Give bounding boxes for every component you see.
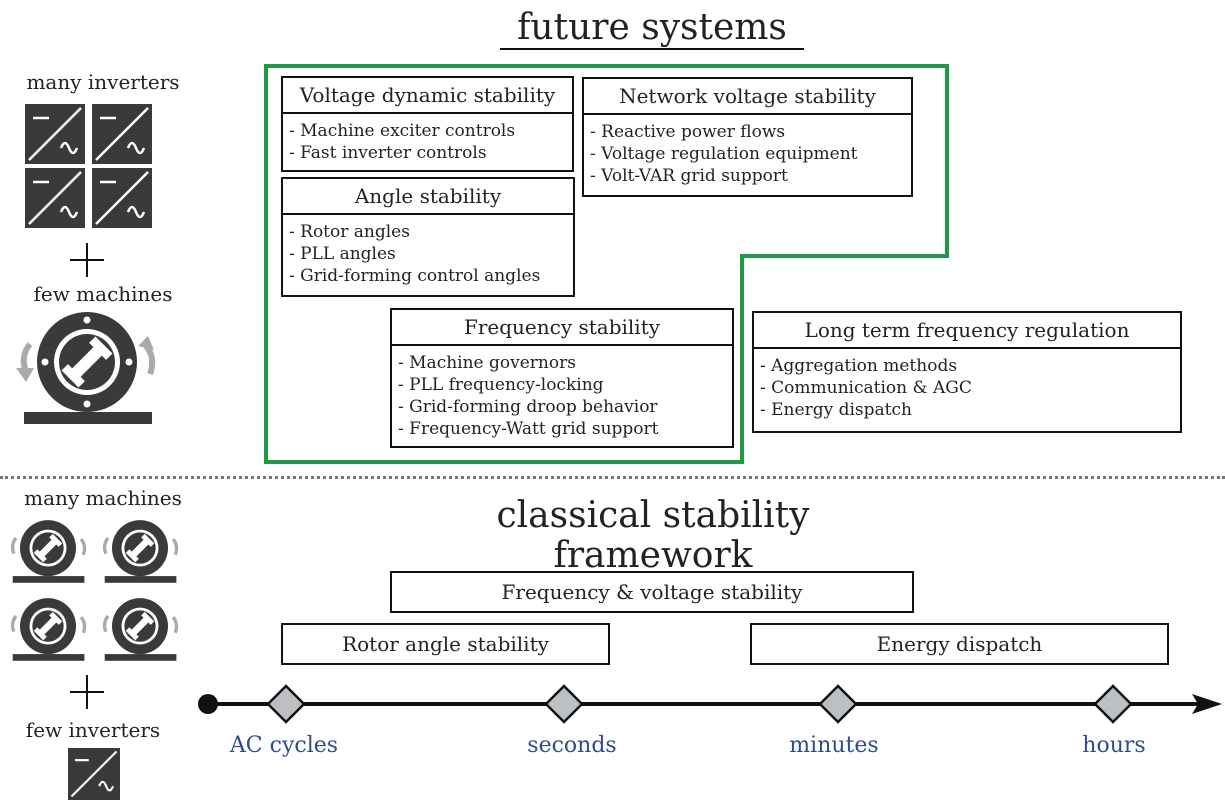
box-item: - Frequency-Watt grid support: [398, 419, 659, 439]
long-term-frequency-regulation-box: Long term frequency regulation - Aggrega…: [752, 311, 1182, 433]
rotor-angle-stability-bar: Rotor angle stability: [281, 623, 610, 665]
timeline-marker: [1093, 684, 1133, 724]
classical-stability-framework-title: classical stability framework: [393, 496, 913, 578]
box-heading: Angle stability: [283, 179, 573, 215]
few-machines-label: few machines: [33, 282, 173, 306]
timeline-label-hours: hours: [1082, 733, 1146, 758]
inverter-icon: [92, 104, 152, 164]
plus-icon: [70, 675, 104, 709]
inverter-icon: [25, 104, 85, 164]
section-divider: [0, 476, 1225, 479]
box-item: - Reactive power flows: [590, 122, 786, 142]
box-item: - Machine exciter controls: [289, 121, 516, 141]
box-item: - PLL frequency-locking: [398, 375, 604, 395]
future-systems-outline: [264, 64, 949, 464]
box-item: - Rotor angles: [289, 222, 410, 242]
timeline-axis: [198, 684, 1222, 724]
machine-icon: [102, 598, 179, 661]
box-item: - Grid-forming control angles: [289, 266, 541, 286]
machine-icon: [102, 520, 179, 583]
timeline-marker: [544, 684, 584, 724]
inverter-icon: [25, 168, 85, 228]
network-voltage-stability-box: Network voltage stability - Reactive pow…: [582, 77, 913, 197]
box-heading: Frequency stability: [392, 310, 732, 346]
plus-icon: [70, 243, 104, 277]
box-item: - Machine governors: [398, 353, 576, 373]
machine-icon: [10, 598, 87, 661]
box-heading: Long term frequency regulation: [754, 313, 1180, 349]
frequency-stability-box: Frequency stability - Machine governors …: [390, 308, 734, 448]
box-item: - Fast inverter controls: [289, 143, 487, 163]
box-item: - Communication & AGC: [760, 378, 972, 398]
many-inverters-label: many inverters: [26, 70, 180, 94]
timeline-marker: [266, 684, 306, 724]
timeline-marker: [818, 684, 858, 724]
box-item: - Energy dispatch: [760, 400, 912, 420]
timeline-label-ac-cycles: AC cycles: [229, 733, 339, 758]
machine-icon: [10, 520, 87, 583]
box-heading: Network voltage stability: [584, 79, 911, 115]
box-item: - Grid-forming droop behavior: [398, 397, 658, 417]
many-machines-label: many machines: [24, 486, 182, 510]
timeline-label-seconds: seconds: [527, 733, 617, 758]
voltage-dynamic-stability-box: Voltage dynamic stability - Machine exci…: [281, 76, 574, 172]
box-item: - PLL angles: [289, 244, 396, 264]
frequency-voltage-stability-bar: Frequency & voltage stability: [390, 571, 914, 613]
box-item: - Aggregation methods: [760, 356, 958, 376]
box-item: - Voltage regulation equipment: [590, 144, 858, 164]
box-heading: Voltage dynamic stability: [283, 78, 572, 114]
machine-icon: [16, 312, 156, 424]
energy-dispatch-bar: Energy dispatch: [750, 623, 1169, 665]
angle-stability-box: Angle stability - Rotor angles - PLL ang…: [281, 177, 575, 297]
timeline-label-minutes: minutes: [789, 733, 879, 758]
future-systems-title: future systems: [500, 8, 804, 50]
few-inverters-label: few inverters: [25, 718, 161, 742]
inverter-icon: [68, 748, 120, 800]
box-item: - Volt-VAR grid support: [590, 166, 788, 186]
inverter-icon: [92, 168, 152, 228]
